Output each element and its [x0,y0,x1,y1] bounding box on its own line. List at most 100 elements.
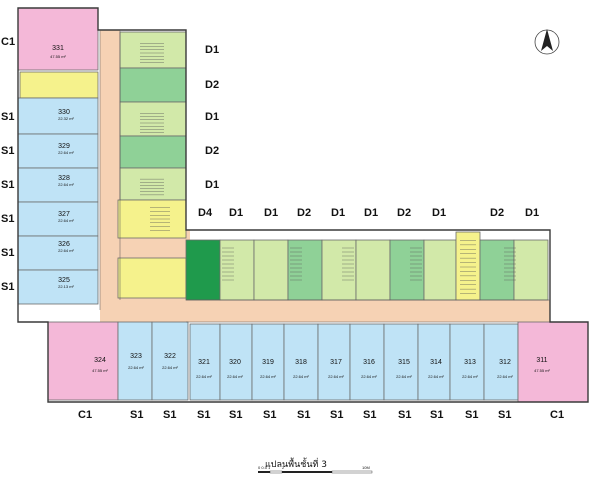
type-label-top-8: D2 [490,207,504,219]
unit-331[interactable] [17,7,99,71]
type-labels-left: C1 S1 S1 S1 S1 S1 S1 [1,36,15,293]
type-label-right-2: D1 [205,111,219,123]
type-label-top-1: D1 [229,207,243,219]
unit-311[interactable] [517,321,589,403]
unit-area-326: 22.64 m² [58,248,74,253]
unit-area-311: 47.55 m² [534,368,550,373]
type-label-left-5: S1 [1,247,14,259]
unit-label-322: 322 [164,353,176,360]
unit-label-321: 321 [198,359,210,366]
unit-319[interactable] [251,323,285,401]
unit-326[interactable] [17,235,99,271]
unit-d1-2[interactable] [253,239,289,301]
unit-312[interactable] [483,323,519,401]
unit-label-311: 311 [536,357,547,364]
type-label-bottom-7: S1 [330,409,343,421]
type-label-top-6: D2 [397,207,411,219]
unit-313[interactable] [449,323,485,401]
unit-330[interactable] [17,97,99,135]
bottom-row [47,321,589,403]
unit-label-330: 330 [58,109,70,116]
unit-area-319: 22.64 m² [260,374,276,379]
unit-area-329: 22.64 m² [58,150,74,155]
unit-d2-2[interactable] [389,239,425,301]
type-label-bottom-5: S1 [263,409,276,421]
type-label-bottom-3: S1 [197,409,210,421]
type-label-bottom-1: S1 [130,409,143,421]
unit-area-325: 22.13 m² [58,284,74,289]
type-label-top-0: D4 [198,207,213,219]
unit-area-321: 22.64 m² [196,374,212,379]
unit-d2-b[interactable] [119,135,187,169]
unit-label-312: 312 [499,359,511,366]
top-row [185,231,549,301]
unit-d2-1[interactable] [287,239,323,301]
unit-area-317: 22.64 m² [328,374,344,379]
outer-walls [17,7,589,403]
unit-d1-1[interactable] [219,239,255,301]
type-labels-top: D4 D1 D1 D2 D1 D1 D2 D1 D2 D1 [198,207,539,219]
stair-right [455,231,481,301]
type-label-bottom-0: C1 [78,409,92,421]
type-label-left-1: S1 [1,111,14,123]
unit-area-327: 22.64 m² [58,218,74,223]
unit-d1-c[interactable] [119,167,187,201]
unit-318[interactable] [283,323,319,401]
unit-322[interactable] [151,321,189,401]
unit-area-313: 22.64 m² [462,374,478,379]
unit-label-326: 326 [58,241,70,248]
unit-label-317: 317 [330,359,342,366]
unit-d1-3[interactable] [321,239,357,301]
unit-label-319: 319 [262,359,274,366]
unit-area-312: 22.64 m² [497,374,513,379]
unit-325[interactable] [17,269,99,305]
type-label-top-7: D1 [432,207,446,219]
unit-327[interactable] [17,201,99,237]
unit-314[interactable] [417,323,451,401]
unit-area-324: 47.55 m² [92,368,108,373]
unit-label-313: 313 [464,359,476,366]
type-labels-bottom: C1 S1 S1 S1 S1 S1 S1 S1 S1 S1 S1 S1 S1 C… [78,409,564,421]
unit-d4[interactable] [185,239,221,301]
unit-317[interactable] [317,323,351,401]
type-label-left-4: S1 [1,213,14,225]
unit-d2-a[interactable] [119,67,187,103]
unit-area-330: 22.32 m² [58,116,74,121]
unit-area-315: 22.64 m² [396,374,412,379]
type-label-bottom-11: S1 [465,409,478,421]
type-label-right-0: D1 [205,44,219,56]
unit-323[interactable] [117,321,153,401]
type-label-top-4: D1 [331,207,345,219]
unit-320[interactable] [219,323,253,401]
unit-d1-4[interactable] [355,239,391,301]
unit-area-323: 22.64 m² [128,365,144,370]
type-label-bottom-2: S1 [163,409,176,421]
type-label-bottom-9: S1 [398,409,411,421]
unit-d2-3[interactable] [479,239,515,301]
unit-label-329: 329 [58,143,70,150]
unit-label-323: 323 [130,353,142,360]
unit-d1-6[interactable] [513,239,549,301]
unit-area-320: 22.64 m² [227,374,243,379]
unit-324[interactable] [47,321,119,401]
type-label-left-0: C1 [1,36,15,48]
unit-area-322: 22.64 m² [162,365,178,370]
type-label-bottom-12: S1 [498,409,511,421]
unit-316[interactable] [349,323,385,401]
type-label-left-3: S1 [1,179,14,191]
unit-area-318: 22.64 m² [293,374,309,379]
unit-d1-b[interactable] [119,101,187,137]
type-label-right-4: D1 [205,179,219,191]
unit-d1-5[interactable] [423,239,457,301]
unit-label-324: 324 [94,357,106,364]
type-label-bottom-8: S1 [363,409,376,421]
unit-label-327: 327 [58,211,70,218]
unit-area-331: 47.55 m² [50,54,66,59]
corridor-horizontal [100,300,550,322]
type-label-top-3: D2 [297,207,311,219]
unit-area-316: 22.64 m² [361,374,377,379]
unit-label-314: 314 [430,359,442,366]
right-wing [117,31,187,299]
type-label-right-3: D2 [205,145,219,157]
type-label-bottom-10: S1 [430,409,443,421]
